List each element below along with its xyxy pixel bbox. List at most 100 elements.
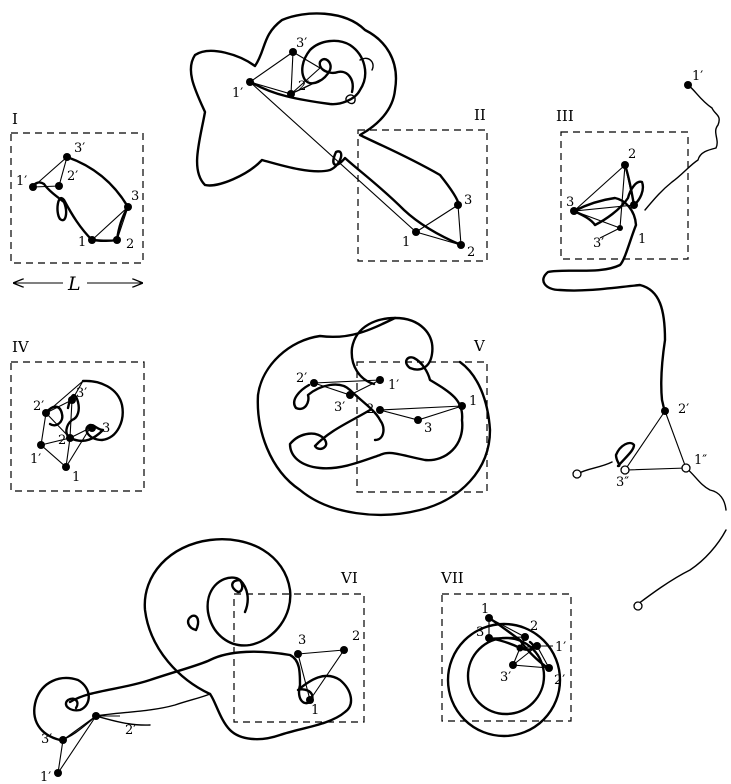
panel-V-title: V [473,337,486,355]
panel-V-point-1 [458,402,466,410]
panel-III-title: III [556,107,574,125]
panel-II-label-2p: 2′ [298,79,309,94]
panel-I: I 1 2 3 1′ 2′ 3′ L [10,110,144,295]
panel-II-trajectory [189,12,463,247]
panel-IV-point-3 [88,424,96,432]
panel-I-title: I [12,110,18,128]
scale-label: L [67,273,81,295]
panel-III-lower-path [576,461,727,605]
panel-III-label-1pp: 1″ [694,453,707,468]
panel-VII: VII 1 2 3 1′ 2′ 3′ [440,569,572,738]
panel-V-point-2p [310,379,318,387]
panel-VI-label-3: 3 [298,633,306,648]
panel-II-point-3p [289,48,297,56]
panel-II-inner-loops [246,39,367,106]
panel-VI-big-spiral [143,538,292,696]
panel-VII-label-1p: 1′ [555,640,566,655]
panel-V: V 1 2 3 1′ 2′ 3′ [256,316,492,517]
panel-VI-point-3 [294,650,302,658]
panel-VI-label-2: 2 [352,629,360,644]
panel-I-label-3p: 3′ [74,141,85,156]
panel-V-outer-loop [256,316,492,517]
panel-VII-box [441,593,572,722]
panel-VII-label-3p: 3′ [500,670,511,685]
panel-IV-label-2p: 2′ [33,399,44,414]
panel-III-label-3p: 3′ [593,236,604,251]
panel-V-point-3p [346,391,354,399]
panel-III-label-3pp: 3″ [616,475,629,490]
panel-IV-point-2p [42,409,50,417]
panel-II-label-1: 1 [402,235,410,250]
panel-VI-left-spiral [33,676,90,742]
panel-III-label-3: 3 [566,195,574,210]
panel-III-label-2p: 2′ [678,402,689,417]
panel-III-lower-loop [614,441,636,468]
panel-IV-point-1 [62,463,70,471]
panel-I-trajectory [31,155,130,243]
panel-I-box [10,132,144,264]
panel-III-point-3pp [620,465,630,475]
panel-VII-point-mid [516,644,524,652]
panel-V-label-3: 3 [424,421,432,436]
panel-VI: VI 1 2 3 1′ 2′ 3′ [33,538,365,784]
panel-III-point-3 [570,207,578,215]
panel-III-label-2: 2 [628,147,636,162]
panel-II-point-1 [412,228,420,236]
panel-II-title: II [474,106,486,124]
panel-I-label-1: 1 [78,235,86,250]
panel-I-label-1p: 1′ [16,174,27,189]
panel-IV-point-2 [66,434,74,442]
panel-III-label-1p: 1′ [692,69,703,84]
panel-I-label-3: 3 [131,189,139,204]
panel-IV-point-3p [68,396,76,404]
panel-III-end-left [572,469,582,479]
panel-VII-label-2p: 2′ [554,673,565,688]
panel-III-end-bottom [633,601,643,611]
panel-IV-point-1p [37,441,45,449]
panel-I-point-3p [63,153,71,161]
panel-III-point-2 [621,161,629,169]
panel-VI-long-path [68,650,353,741]
panel-IV-title: IV [12,338,30,356]
panel-VII-point-3p [509,661,517,669]
panel-V-edges [313,379,463,421]
panel-VI-title: VI [340,569,358,587]
panel-VI-label-2p: 2′ [125,723,136,738]
panel-V-box [356,361,488,493]
panel-I-point-3 [124,203,132,211]
panel-III-point-1 [630,201,638,209]
panel-IV: IV 1 2 3 1′ 2′ 3′ [10,338,145,492]
panel-III-point-2p [661,407,669,415]
panel-IV-label-1: 1 [72,470,80,485]
panel-II-label-3p: 3′ [296,36,307,51]
panel-II-label-2: 2 [467,245,475,260]
panel-V-inner-loop [293,383,385,442]
panel-VII-title: VII [440,569,464,587]
panel-VII-point-3 [485,634,493,642]
panel-V-label-2p: 2′ [296,371,307,386]
panel-VII-edges [488,617,553,669]
panel-III-edges [572,163,687,471]
panel-IV-trajectory [65,379,124,443]
panel-V-label-2: 2 [366,402,374,417]
panel-VII-label-3: 3 [476,625,484,640]
panel-II-point-3 [454,201,462,209]
panel-VI-box [233,593,365,723]
panel-III-point-3p [617,225,623,231]
panel-IV-label-3p: 3′ [76,386,87,401]
panel-I-point-1p [29,183,37,191]
panel-VII-label-1: 1 [481,602,489,617]
panel-II-edges [249,50,462,246]
scale-label-bg [63,270,87,294]
panel-V-label-3p: 3′ [334,400,345,415]
panel-VI-label-1: 1 [311,703,319,718]
panel-VII-outer-loop [446,622,562,738]
panel-I-point-1 [88,236,96,244]
panel-VI-upper-loop-link [186,614,200,632]
panel-III-upper-path [644,84,720,211]
panel-III-point-1p [684,81,692,89]
panel-VI-label-1p: 1′ [40,770,51,784]
panel-III-trajectory [542,163,667,413]
panel-VI-edges [57,649,346,774]
